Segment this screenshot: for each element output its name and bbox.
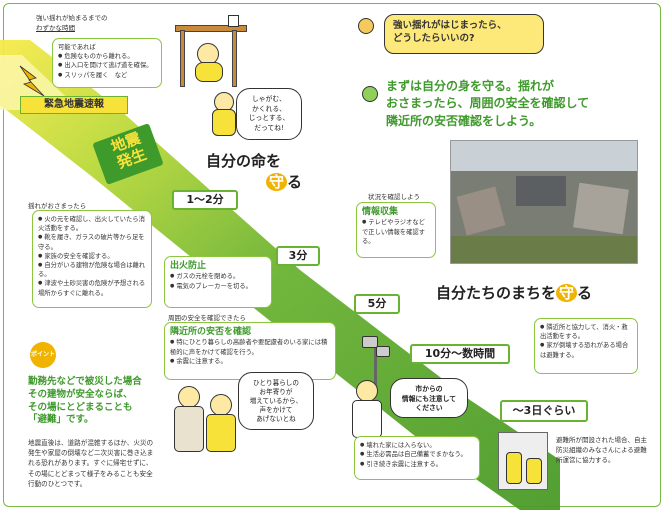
protect-self-key: 守: [266, 173, 288, 191]
fire-prevention-title: 出火防止: [170, 261, 207, 271]
pre-quake-item: 危険なものから離れる。: [58, 52, 156, 61]
neighbor-item: 特にひとり暮らしの高齢者や要配慮者のいる家には積極的に声をかけて確認を行う。: [170, 338, 330, 356]
radio-speech-bubble: 市からの 情報にも注意して ください: [390, 378, 468, 418]
time-tag-10min-hours: 10分〜数時間: [410, 344, 510, 364]
after-shake-item: 津波や土砂災害の危険が予想される場所からすぐに離れる。: [38, 279, 146, 297]
elder-speech-bubble: ひとり暮らしの お年寄りが 増えているから、 声をかけて あげないとね: [238, 372, 314, 430]
after-shake-box: 火の元を確認し、出火していたら消火活動をする。 靴を履き、ガラスの破片等から足を…: [32, 210, 152, 308]
point-body: 地震直後は、道路が混雑するほか、火災の発生や家屋の倒壊など二次災害に巻き込まれる…: [28, 439, 154, 488]
fire-prevention-item: 電気のブレーカーを切る。: [170, 282, 266, 291]
after-shake-item: 靴を履き、ガラスの破片等から足を守る。: [38, 233, 146, 251]
damage-item: 生活必需品は自己備蓄でまかなう。: [360, 450, 474, 459]
child-speech-bubble: しゃがむ、 かくれる、 じっとする、 だってね!: [236, 88, 302, 140]
girl-illustration: [212, 92, 236, 137]
info-box: 情報収集 テレビやラジオなどで正しい情報を確認する。: [356, 202, 436, 258]
elderly-couple-illustration: [172, 382, 240, 452]
after-shake-heading: 揺れがおさまったら: [28, 202, 87, 210]
rescue-item: 家が倒壊する恐れがある場合は避難する。: [540, 341, 632, 359]
fire-prevention-item: ガスの元栓を閉める。: [170, 272, 266, 281]
point-badge: ポイント: [30, 342, 56, 368]
damage-item: 壊れた家には入らない。: [360, 441, 474, 450]
question-face-icon: [358, 18, 374, 34]
point-title: 勤務先などで被災した場合 その建物が安全ならば、 その場にとどまることも 「避難…: [28, 376, 142, 426]
pre-quake-lead: 可能であれば: [58, 44, 96, 51]
protect-self-pre: 自分の命を: [206, 152, 282, 170]
after-shake-item: 家族の安全を確認する。: [38, 252, 146, 261]
question-bubble: 強い揺れがはじまったら、 どうしたらいいの?: [384, 14, 544, 54]
rescue-box: 隣近所と協力して、消火・救出活動をする。 家が倒壊する恐れがある場合は避難する。: [534, 318, 638, 374]
pre-quake-item: 出入口を開けて逃げ道を確保。: [58, 61, 156, 70]
damage-box: 壊れた家には入らない。 生活必需品は自己備蓄でまかなう。 引き続き余震に注意する…: [354, 436, 480, 480]
page-frame: [3, 3, 661, 507]
time-tag-1-2min: 1〜2分: [172, 190, 238, 210]
neighbor-heading: 周囲の安全を確認できたら: [168, 314, 246, 322]
woman-illustration: [350, 378, 384, 438]
collapsed-house-photo: [450, 140, 638, 264]
pre-quake-box: 可能であれば 危険なものから離れる。 出入口を開けて逃げ道を確保。 スリッパを履…: [52, 38, 162, 88]
after-shake-item: 自分がいる建物が危険な場合は離れる。: [38, 261, 146, 279]
answer-face-icon: [362, 86, 378, 102]
table-illustration: [170, 15, 250, 90]
neighbor-title: 隣近所の安否を確認: [170, 327, 252, 337]
pre-quake-heading: 強い揺れが始まるまでの わずかな時間: [36, 12, 146, 32]
time-tag-5min: 5分: [354, 294, 400, 314]
shelter-text: 避難所が開設された場合、自主防災組織のみなさんによる避難所運営に協力する。: [556, 436, 647, 464]
pre-quake-item: スリッパを履く など: [58, 71, 156, 80]
protect-town-key: 守: [556, 284, 578, 302]
pre-quake-subtitle: わずかな時間: [36, 24, 75, 32]
answer-text: まずは自分の身を守る。揺れが おさまったら、周囲の安全を確認して 隣近所の安否確…: [386, 79, 590, 128]
info-item: テレビやラジオなどで正しい情報を確認する。: [362, 218, 430, 246]
protect-town-pre: 自分たちのまちを: [436, 284, 557, 302]
neighbor-box: 隣近所の安否を確認 特にひとり暮らしの高齢者や要配慮者のいる家には積極的に声をか…: [164, 322, 336, 380]
pre-quake-title: 強い揺れが始まるまでの: [36, 14, 108, 22]
protect-town-post: る: [577, 284, 593, 302]
loudspeaker-illustration: [354, 332, 390, 392]
info-heading: 状況を確認しよう: [368, 193, 420, 201]
protect-self-post: る: [287, 173, 303, 191]
rescue-item: 隣近所と協力して、消火・救出活動をする。: [540, 323, 632, 341]
emergency-alert-label: 緊急地震速報: [20, 96, 128, 114]
damage-item: 引き続き余震に注意する。: [360, 460, 474, 469]
time-tag-3min: 3分: [276, 246, 320, 266]
shelter-illustration: [498, 432, 548, 490]
info-title: 情報収集: [362, 207, 399, 217]
fire-prevention-box: 出火防止 ガスの元栓を閉める。 電気のブレーカーを切る。: [164, 256, 272, 308]
protect-town-heading: 自分たちのまちを守る: [436, 282, 592, 303]
protect-self-heading: 自分の命を 守る: [206, 150, 302, 192]
neighbor-item: 余震に注意する。: [170, 357, 330, 366]
after-shake-item: 火の元を確認し、出火していたら消火活動をする。: [38, 215, 146, 233]
time-tag-3days: 〜3日ぐらい: [500, 400, 588, 422]
